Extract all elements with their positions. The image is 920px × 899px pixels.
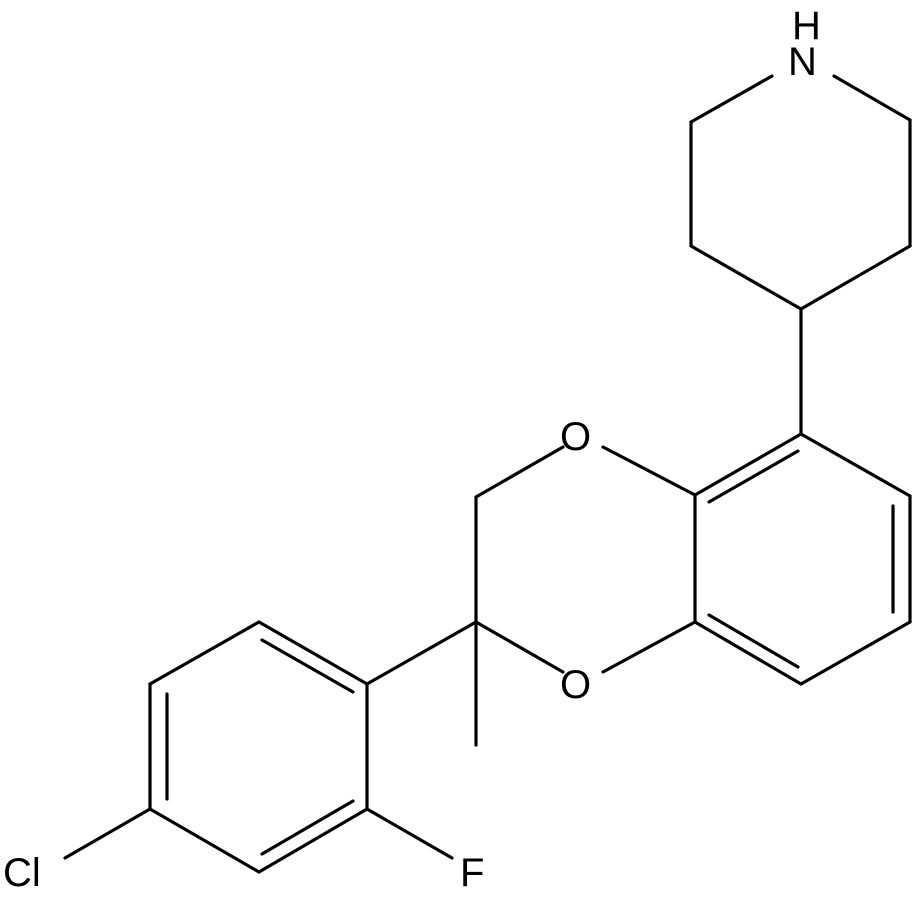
bond-n-c2 <box>689 74 774 124</box>
bond-p5-p6 <box>257 807 369 874</box>
piperidine-ring <box>689 74 912 311</box>
bond-p1-p2 <box>257 620 369 686</box>
bond-c8a-o-top <box>601 445 697 497</box>
bond-c2-phenyl <box>365 620 478 686</box>
bond-c5a-c6 <box>799 432 912 498</box>
atom-label-o-top: O <box>560 415 591 459</box>
bond-p4-cl <box>63 807 152 860</box>
bond-c7-c8 <box>799 620 912 686</box>
chlorofluorophenyl-ring <box>63 620 454 874</box>
bond-p1-p2-inner <box>260 638 355 694</box>
atom-label-n: N <box>788 40 817 84</box>
atom-label-o-bottom: O <box>560 663 591 707</box>
bond-c2-o-bottom <box>474 620 565 674</box>
atom-label-h: H <box>792 4 821 48</box>
bond-p4-p5 <box>148 807 261 874</box>
dioxane-ring <box>474 445 697 747</box>
bond-c5-c4 <box>799 244 912 311</box>
bond-p2-p3 <box>148 620 261 686</box>
bond-c5a-c8a <box>693 432 803 497</box>
bond-n-c6 <box>832 74 912 122</box>
bond-p6-f <box>365 807 454 860</box>
bond-c8-c4a <box>693 620 803 686</box>
bond-c5a-c8a-inner <box>707 449 800 504</box>
atom-label-f: F <box>460 851 484 895</box>
benzo-ring <box>693 432 912 686</box>
bond-p5-p6-inner <box>260 799 355 856</box>
bond-o-bottom-c4a <box>601 620 697 674</box>
bond-o-top-ch2 <box>474 445 565 499</box>
atom-label-cl: Cl <box>3 851 41 895</box>
bond-c8-c4a-inner <box>707 613 800 669</box>
bond-c3-c4 <box>689 244 803 311</box>
